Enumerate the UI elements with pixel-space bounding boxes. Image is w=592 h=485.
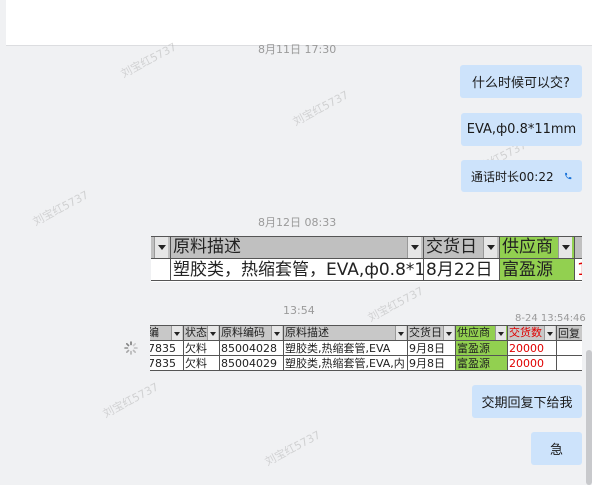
- table-cell: 富盈源: [499, 258, 575, 281]
- watermark: 刘宝红5737: [290, 88, 351, 129]
- spinner-icon: [124, 341, 138, 355]
- spreadsheet-screenshot-image[interactable]: 编 状态 原料编码 原料描述 交货日 供应商 交货数 回复 7835 欠料 85…: [150, 325, 582, 371]
- chat-header-area: [0, 0, 592, 46]
- table-cell: 欠料: [183, 340, 220, 356]
- table-cell: 塑胶类，热缩套管，EVA,ф0.8*11m: [170, 258, 424, 281]
- header-cell: [574, 236, 582, 259]
- timestamp: 13:54: [283, 304, 315, 317]
- header-cell: 原料编码: [219, 325, 284, 341]
- table-cell: 富盈源: [455, 340, 508, 356]
- message-text: 什么时候可以交?: [472, 76, 570, 91]
- table-cell: 塑胶类,热缩套管,EVA,内: [283, 355, 408, 371]
- header-edge: [0, 0, 6, 46]
- table-cell: 1: [574, 258, 582, 281]
- message-bubble[interactable]: EVA,ф0.8*11mm: [461, 113, 582, 146]
- header-cell: 交货日: [407, 325, 456, 341]
- table-cell: 塑胶类,热缩套管,EVA: [283, 340, 408, 356]
- watermark: 刘宝红5737: [100, 380, 161, 421]
- timestamp: 8月11日 17:30: [258, 43, 337, 56]
- phone-icon: [564, 172, 571, 180]
- chat-scrollbar[interactable]: [586, 350, 592, 485]
- table-cell: 20000: [507, 340, 557, 356]
- watermark: 刘宝红5737: [262, 428, 323, 469]
- message-bubble[interactable]: 交期回复下给我: [472, 385, 582, 418]
- header-cell: 原料描述: [283, 325, 408, 341]
- message-text: 急: [549, 443, 563, 458]
- watermark: 刘宝红5737: [30, 188, 91, 229]
- table-cell: 7835: [150, 355, 184, 371]
- table-cell: 9月8日: [407, 340, 456, 356]
- message-text: 交期回复下给我: [481, 396, 573, 411]
- header-cell: 供应商: [499, 236, 575, 259]
- header-cell: [151, 236, 171, 259]
- watermark: 刘宝红5737: [365, 284, 426, 325]
- call-duration-text: 通话时长00:22: [471, 169, 554, 184]
- message-text: EVA,ф0.8*11mm: [466, 122, 577, 137]
- table-cell: 20000: [507, 355, 557, 371]
- message-bubble[interactable]: 急: [531, 432, 582, 465]
- header-cell: 供应商: [455, 325, 508, 341]
- table-cell: 8月22日: [423, 258, 500, 281]
- timestamp: 8-24 13:54:46: [515, 313, 586, 324]
- message-bubble[interactable]: 什么时候可以交?: [460, 65, 582, 98]
- header-cell: 编: [150, 325, 184, 341]
- table-cell: 85004029: [219, 355, 284, 371]
- header-cell: 状态: [183, 325, 220, 341]
- table-cell: 85004028: [219, 340, 284, 356]
- call-record-bubble[interactable]: 通话时长00:22: [461, 160, 582, 192]
- header-cell: 回复: [556, 325, 582, 341]
- timestamp: 8月12日 08:33: [258, 216, 337, 229]
- table-cell: 9月8日: [407, 355, 456, 371]
- table-cell: 欠料: [183, 355, 220, 371]
- table-cell: 7835: [150, 340, 184, 356]
- table-cell: [556, 355, 582, 371]
- spreadsheet-screenshot-image[interactable]: 原料描述 交货日 供应商 塑胶类，热缩套管，EVA,ф0.8*11m 8月22日…: [151, 236, 582, 282]
- table-cell: [151, 258, 171, 281]
- header-cell: 原料描述: [170, 236, 424, 259]
- header-cell: 交货日: [423, 236, 500, 259]
- table-cell: [556, 340, 582, 356]
- table-cell: 富盈源: [455, 355, 508, 371]
- header-cell: 交货数: [507, 325, 557, 341]
